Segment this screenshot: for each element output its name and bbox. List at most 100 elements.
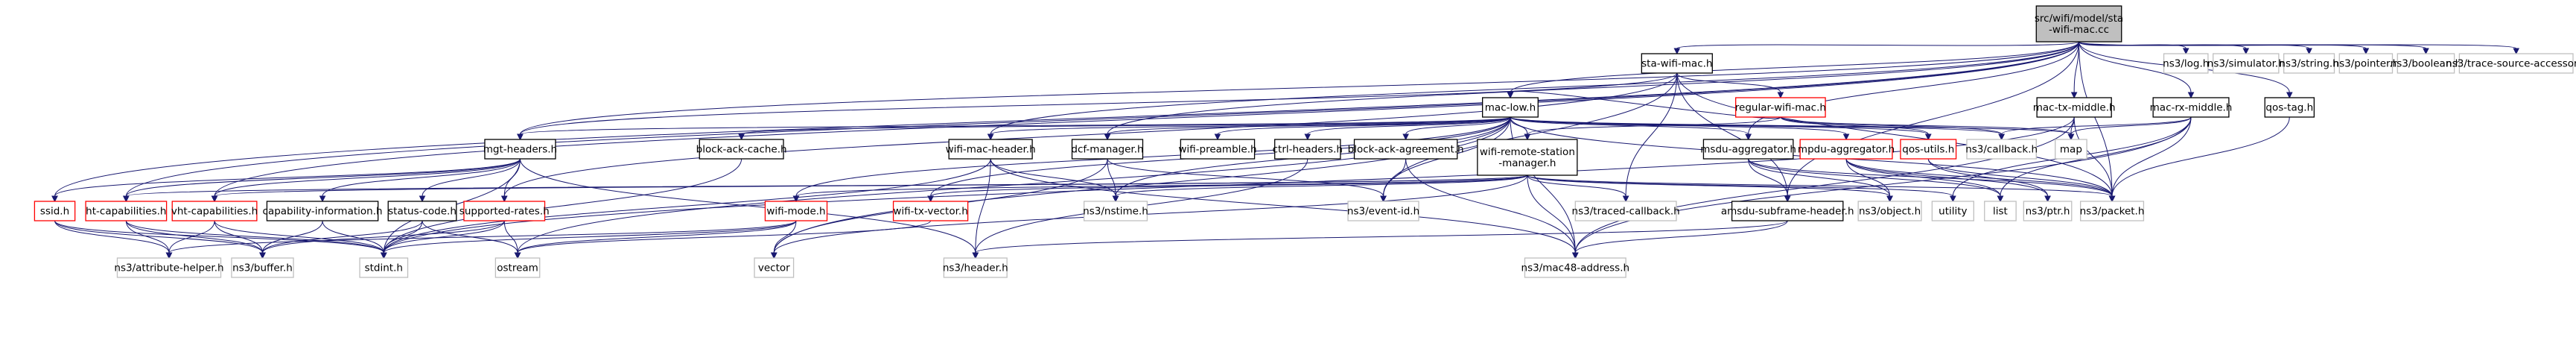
node-amsdu-subframe-header[interactable]: amsdu-subframe-header.h <box>1721 201 1854 221</box>
node-label: ns3/mac48-address.h <box>1521 262 1630 274</box>
node-regular-wifi-mac[interactable]: regular-wifi-mac.h <box>1735 97 1826 118</box>
edge-root-to-ns3_trace_source <box>2079 41 2519 55</box>
node-ht-capabilities[interactable]: ht-capabilities.h <box>85 201 168 221</box>
edge-wifi_remote_station-to-ns3_packet <box>1527 174 2116 203</box>
edge-mac_rx_middle-to-ns3_packet <box>2108 116 2192 203</box>
node-supported-rates[interactable]: supported-rates.h <box>459 201 550 221</box>
edge-wifi_mode-to-stdint <box>380 220 797 260</box>
node-ns3-traced-callback: ns3/traced-callback.h <box>1572 201 1680 221</box>
edge-wifi_remote_station-to-wifi_mode <box>792 174 1528 203</box>
node-mpdu-aggregator[interactable]: mpdu-aggregator.h <box>1798 139 1895 160</box>
edge-wifi_remote_station-to-vht_capabilities <box>211 174 1528 203</box>
edge-amsdu_subframe_header-to-ns3_header <box>972 220 1788 260</box>
node-root[interactable]: src/wifi/model/sta-wifi-mac.cc <box>2035 5 2123 43</box>
node-label: ns3/string.h <box>2279 58 2338 70</box>
node-label: ns3/attribute-helper.h <box>114 262 223 274</box>
edge-root-to-ht_capabilities <box>123 41 2080 203</box>
node-msdu-aggregator[interactable]: msdu-aggregator.h <box>1700 139 1796 160</box>
node-label: mgt-headers.h <box>483 144 557 156</box>
node-label: ns3/log.h <box>2163 58 2209 70</box>
node-label: ctrl-headers.h <box>1273 144 1343 156</box>
edge-qos_tag-to-ns3_packet <box>2108 116 2290 203</box>
node-mgt-headers[interactable]: mgt-headers.h <box>483 139 557 160</box>
edge-status_code-to-ostream <box>422 220 521 260</box>
edge-vht_capabilities-to-ns3_attribute_helper <box>165 220 215 260</box>
node-label: ns3/simulator.h <box>2207 58 2285 70</box>
node-label: stdint.h <box>365 262 403 274</box>
node-label: ns3/boolean.h <box>2391 58 2462 70</box>
node-utility: utility <box>1931 201 1974 221</box>
node-label: ns3/ptr.h <box>2026 206 2070 218</box>
edge-wifi_mode-to-ns3_attribute_helper <box>165 220 797 260</box>
node-mac-low[interactable]: mac-low.h <box>1482 97 1539 118</box>
edge-vht_capabilities-to-ns3_buffer <box>214 220 266 260</box>
edge-root-to-ssid <box>51 41 2080 203</box>
node-label: src/wifi/model/sta <box>2035 13 2123 25</box>
node-wifi-mode[interactable]: wifi-mode.h <box>764 201 828 221</box>
node-label: status-code.h <box>388 206 457 218</box>
edge-mac_low-to-mpdu_aggregator <box>1510 116 1850 141</box>
node-label: ssid.h <box>40 206 69 218</box>
edge-root-to-ns3_string <box>2079 41 2312 55</box>
edge-mac_low-to-block_ack_agreement <box>1402 116 1511 141</box>
node-sta-wifi-mac[interactable]: sta-wifi-mac.h <box>1641 53 1713 74</box>
node-label: amsdu-subframe-header.h <box>1721 206 1854 218</box>
node-vector: vector <box>754 257 795 278</box>
edge-mac_rx_middle-to-map <box>2067 116 2192 141</box>
edge-root-to-ns3_log <box>2079 41 2189 55</box>
edge-amsdu_subframe_header-to-ns3_mac48_address <box>1571 220 1788 260</box>
edge-wifi_tx_vector-to-ostream <box>514 220 932 260</box>
node-stdint: stdint.h <box>359 257 409 278</box>
node-label: ht-capabilities.h <box>86 206 166 218</box>
node-wifi-mac-header[interactable]: wifi-mac-header.h <box>946 139 1036 160</box>
edge-root-to-mac_rx_middle <box>2079 41 2195 99</box>
edge-mpdu_aggregator-to-list <box>1845 158 2004 203</box>
edge-qos_utils-to-ns3_ptr <box>1927 158 2051 203</box>
node-mac-rx-middle[interactable]: mac-rx-middle.h <box>2150 97 2233 118</box>
edge-wifi_remote_station-to-ns3_object <box>1527 174 1893 203</box>
node-ns3-event-id: ns3/event-id.h <box>1347 201 1419 221</box>
node-ctrl-headers[interactable]: ctrl-headers.h <box>1273 139 1343 160</box>
node-label: ostream <box>497 262 538 274</box>
node-label: ns3/packet.h <box>2080 206 2145 218</box>
node-ns3-boolean: ns3/boolean.h <box>2391 53 2462 74</box>
node-label: -wifi-mac.cc <box>2049 24 2109 36</box>
node-label: list <box>1993 206 2008 218</box>
node-mac-tx-middle[interactable]: mac-tx-middle.h <box>2033 97 2116 118</box>
node-ns3-log: ns3/log.h <box>2163 53 2209 74</box>
node-wifi-remote-station[interactable]: wifi-remote-station-manager.h <box>1477 139 1578 176</box>
node-ssid[interactable]: ssid.h <box>34 201 76 221</box>
edge-mac_rx_middle-to-ns3_callback <box>1998 116 2192 141</box>
node-capability-information[interactable]: capability-information.h <box>263 201 383 221</box>
node-ns3-simulator: ns3/simulator.h <box>2207 53 2285 74</box>
edge-block_ack_agreement-to-ns3_event_id <box>1380 158 1407 203</box>
node-block-ack-cache[interactable]: block-ack-cache.h <box>696 139 787 160</box>
node-status-code[interactable]: status-code.h <box>387 201 457 221</box>
edge-qos_utils-to-ns3_packet <box>1927 158 2116 203</box>
node-wifi-preamble[interactable]: wifi-preamble.h <box>1178 139 1257 160</box>
edge-msdu_aggregator-to-ns3_object <box>1748 158 1893 203</box>
edge-root-to-mac_low <box>1507 41 2080 99</box>
node-label: mpdu-aggregator.h <box>1798 144 1895 156</box>
node-label: qos-utils.h <box>1902 144 1954 156</box>
edge-mac_low-to-ctrl_headers <box>1304 116 1511 141</box>
node-ostream: ostream <box>494 257 541 278</box>
node-ns3-nstime: ns3/nstime.h <box>1083 201 1148 221</box>
node-vht-capabilities[interactable]: vht-capabilities.h <box>171 201 258 221</box>
node-label: ns3/trace-source-accessor.h <box>2446 58 2576 70</box>
node-qos-utils[interactable]: qos-utils.h <box>1900 139 1957 160</box>
edge-mgt_headers-to-ssid <box>51 158 521 203</box>
node-dcf-manager[interactable]: dcf-manager.h <box>1071 139 1144 160</box>
node-wifi-tx-vector[interactable]: wifi-tx-vector.h <box>892 201 969 221</box>
edge-mac_low-to-block_ack_cache <box>738 116 1511 141</box>
node-ns3-string: ns3/string.h <box>2279 53 2339 74</box>
edge-mgt_headers-to-capability_information <box>319 158 521 203</box>
node-label: ns3/traced-callback.h <box>1572 206 1680 218</box>
edge-regular_wifi_mac-to-mac_low <box>1507 90 1781 119</box>
node-block-ack-agreement[interactable]: block-ack-agreement.h <box>1348 139 1464 160</box>
node-layer: src/wifi/model/sta-wifi-mac.cc sta-wifi-m… <box>34 5 2576 278</box>
node-qos-tag[interactable]: qos-tag.h <box>2264 97 2315 118</box>
edge-wifi_mac_header-to-ns3_header <box>972 158 991 260</box>
node-ns3-object: ns3/object.h <box>1857 201 1922 221</box>
